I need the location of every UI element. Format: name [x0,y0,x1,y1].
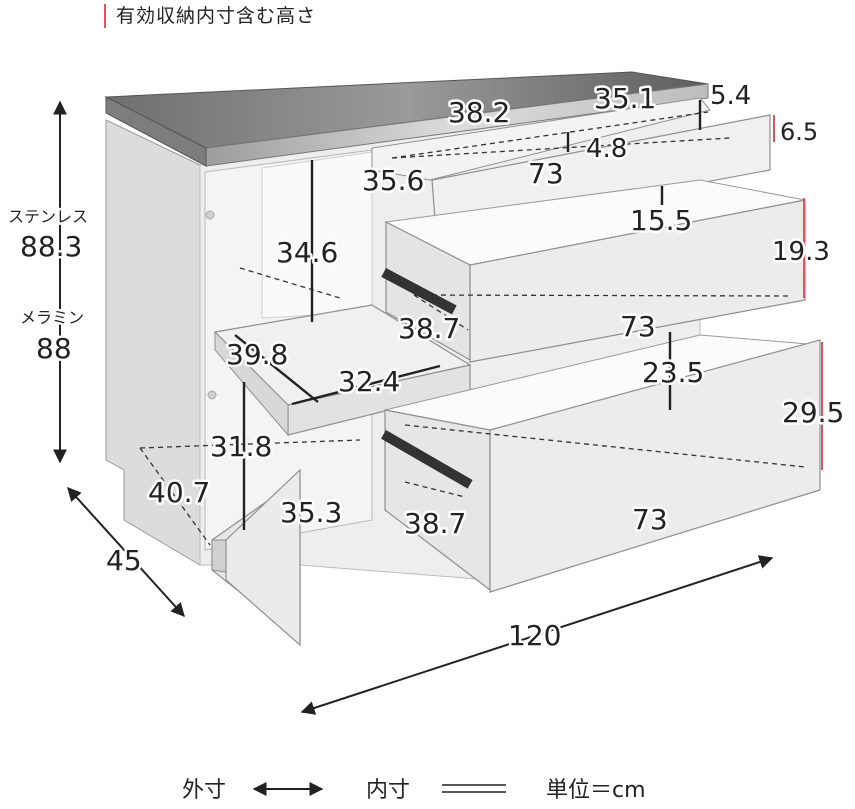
bottom-drawer-front-width-value: 73 [632,503,668,536]
bottom-drawer-effective-height-value: 29.5 [782,396,844,429]
middle-drawer-front [469,199,806,363]
bottom-drawer-front [489,339,821,593]
top-drawer-inner-width-value: 38.2 [448,96,510,129]
drawer-rail [381,268,457,315]
bottom-drawer-inner-height-value: 23.5 [642,356,704,389]
legend-inner-label: 内寸 [366,778,410,803]
dash-line [413,294,469,331]
middle-drawer-inner-depth-value: 38.7 [398,312,460,345]
stainless-top-side-edge [105,96,207,167]
shelf-left-edge [214,330,289,437]
top-drawer-effective-height-value: 6.5 [780,118,818,146]
top-drawer-labels: 38.2 35.1 5.4 4.8 6.5 73 35.6 [360,79,821,200]
bottom-drawer [380,334,821,593]
open-door [211,468,301,647]
drawer-rail [380,429,473,489]
top-drawer-left-depth-value: 35.6 [362,164,424,197]
hinge-dot [205,210,215,220]
shelf-width-value: 39.8 [226,338,288,371]
legend: 外寸 内寸 単位＝cm [182,778,646,803]
outer-depth-label: 45 [106,544,142,577]
caption: 有効収納内寸含む高さ [104,4,316,28]
dash-line [404,424,806,468]
caption-text: 有効収納内寸含む高さ [116,5,316,27]
top-drawer [371,97,771,233]
height-labels: ステンレス 88.3 メラミン 88 [6,205,91,368]
middle-drawer-front-width-value: 73 [620,310,656,343]
dash-line [391,137,731,159]
lower-inner-height-value: 31.8 [210,430,272,463]
upper-inner-height-value: 34.6 [276,236,338,269]
top-drawer-inner-depth-value: 35.1 [594,82,656,115]
dim-line [234,334,319,403]
stainless-label: ステンレス [8,207,88,226]
bottom-width-value: 40.7 [148,476,210,509]
hinge-dot [207,390,217,400]
bottom-drawer-labels: 23.5 29.5 38.7 73 [402,354,847,543]
left-compartment-back [261,151,373,319]
inner-dimension-lines [234,100,702,530]
bottom-depth-value: 35.3 [280,496,342,529]
top-drawer-front [431,114,771,233]
middle-drawer-inner-height-value: 15.5 [630,204,692,237]
middle-drawer [381,179,806,363]
effective-height-markers [773,115,823,470]
pull-out-shelf [213,304,472,437]
top-drawer-box [371,97,711,181]
shelf-depth-value: 32.4 [338,365,400,398]
outer-width-label: 120 [508,619,561,652]
caption-accent-bar [104,4,106,28]
legend-unit-label: 単位＝cm [546,778,646,803]
dim-line [291,364,441,406]
top-drawer-inner-height-value: 4.8 [586,134,627,164]
door-edge [211,539,227,573]
melamine-height-value: 88 [36,332,72,365]
legend-outer-label: 外寸 [182,778,226,803]
dash-line [139,447,211,546]
dash-line [404,481,466,498]
stainless-height-value: 88.3 [20,230,82,263]
inner-dimension-dashes [139,111,806,546]
dash-line [139,439,361,449]
outer-dimension-arrows [53,100,774,715]
bottom-drawer-inner-depth-value: 38.7 [404,507,466,540]
top-drawer-front-offset-value: 5.4 [710,81,751,111]
width-arrow [300,555,774,715]
middle-drawer-labels: 15.5 19.3 38.7 73 [396,202,833,348]
top-drawer-front-width-value: 73 [528,157,564,190]
left-cabinet-labels: 34.6 39.8 32.4 31.8 40.7 35.3 [146,234,403,532]
depth-arrow [67,486,185,618]
door-outer [225,468,301,647]
middle-drawer-effective-height-value: 19.3 [772,237,830,267]
melamine-label: メラミン [20,308,84,327]
